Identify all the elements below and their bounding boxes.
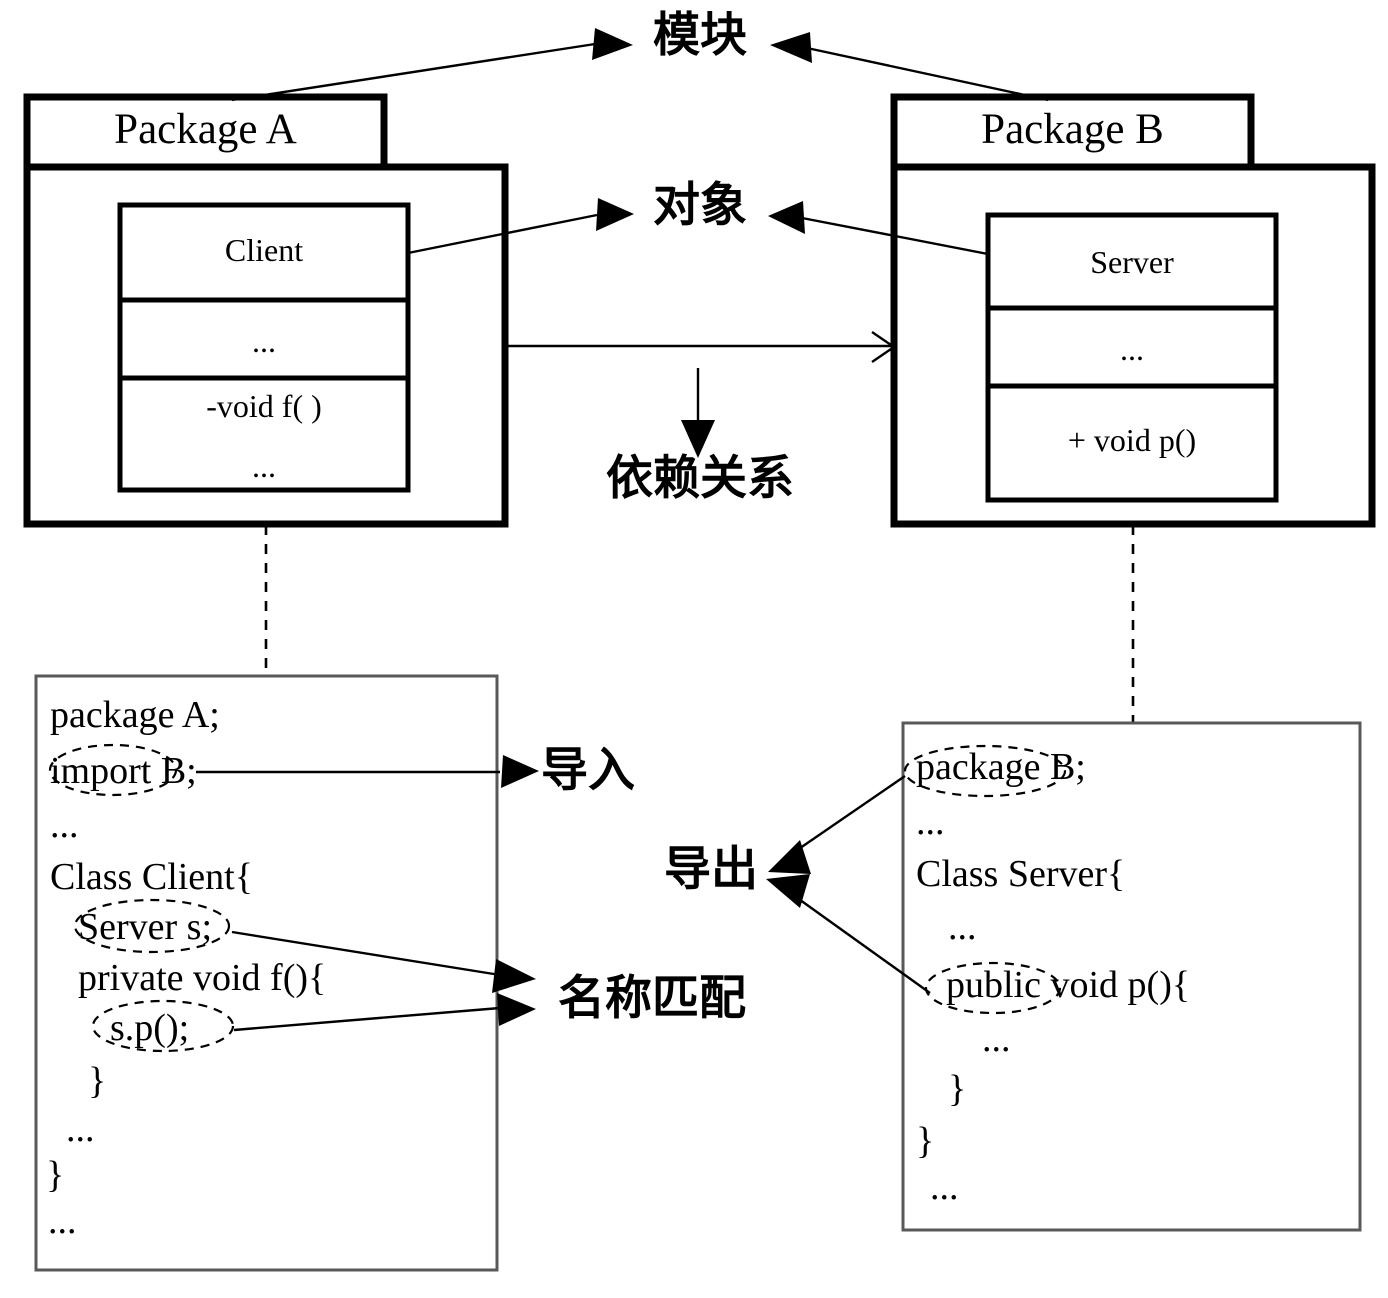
highlight-call-ellipse <box>91 999 235 1053</box>
code-box-right[interactable] <box>901 721 1362 1232</box>
code-left-line-0: package A; <box>50 694 220 736</box>
object-annotation-leader-left <box>407 198 634 255</box>
code-right-line-5: ... <box>982 1018 1011 1060</box>
package-b-title: Package B <box>981 106 1164 153</box>
code-right-line-1: ... <box>916 801 945 843</box>
annotation-export: 导出 <box>664 842 758 897</box>
code-right-line-7: } <box>916 1120 935 1162</box>
client-class-shape[interactable] <box>117 202 411 493</box>
code-left-line-9: } <box>46 1154 65 1196</box>
highlight-package-ellipse <box>903 744 1067 798</box>
code-left-line-5: private void f(){ <box>78 957 327 999</box>
name-match-leader-lower <box>233 993 536 1032</box>
server-class-attributes: ... <box>1120 331 1144 367</box>
dependency-arrow <box>505 331 897 363</box>
object-annotation-leader-right <box>768 201 989 256</box>
highlight-public-ellipse <box>924 961 1062 1015</box>
code-right-line-4: public void p(){ <box>946 964 1191 1006</box>
code-left-line-4: Server s; <box>78 906 213 948</box>
dependency-label-leader <box>681 368 715 458</box>
export-annotation-leader-upper <box>768 775 906 874</box>
client-class-attributes: ... <box>252 323 276 359</box>
code-right-line-3: ... <box>948 906 977 948</box>
code-right-line-2: Class Server{ <box>916 853 1126 895</box>
import-annotation-leader <box>196 755 539 788</box>
server-class-name: Server <box>1090 244 1174 280</box>
code-box-left[interactable] <box>34 674 499 1272</box>
annotation-module: 模块 <box>653 8 747 63</box>
code-left-line-10: ... <box>48 1200 77 1242</box>
code-left-line-2: ... <box>50 804 79 846</box>
client-class-operations: -void f( ) <box>206 388 322 424</box>
annotation-import: 导入 <box>541 743 635 798</box>
server-class-operations: + void p() <box>1067 422 1197 458</box>
code-left-line-7: } <box>88 1060 107 1102</box>
server-class-shape[interactable] <box>985 212 1279 503</box>
package-a-title: Package A <box>114 106 297 153</box>
code-left-line-6: s.p(); <box>110 1007 190 1049</box>
client-class-operations-more: ... <box>252 448 276 484</box>
code-right-line-6: } <box>948 1068 967 1110</box>
code-left-line-3: Class Client{ <box>50 856 253 898</box>
annotation-object: 对象 <box>653 178 747 233</box>
annotation-name-match: 名称匹配 <box>558 971 746 1026</box>
export-annotation-leader-lower <box>766 874 931 994</box>
code-left-line-1: import B; <box>50 750 197 792</box>
client-class-name: Client <box>224 232 304 268</box>
code-right-line-8: ... <box>930 1166 959 1208</box>
highlight-import-ellipse <box>48 743 178 797</box>
highlight-server-s-ellipse <box>73 898 231 954</box>
annotation-dependency: 依赖关系 <box>606 451 794 506</box>
name-match-leader-upper <box>231 930 536 993</box>
module-annotation-leader-right <box>770 32 1049 102</box>
code-left-line-8: ... <box>66 1108 95 1150</box>
module-annotation-leader-left <box>231 28 633 102</box>
code-right-line-0: package B; <box>916 746 1086 788</box>
